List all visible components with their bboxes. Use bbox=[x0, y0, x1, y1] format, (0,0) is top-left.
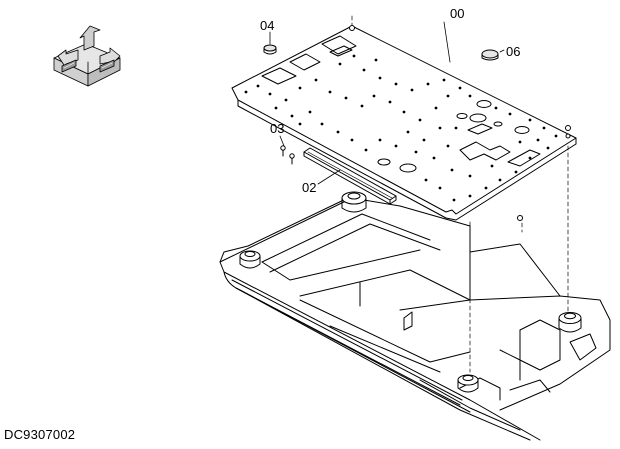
mount-cushion bbox=[457, 374, 479, 393]
callout-04: 04 bbox=[260, 18, 274, 33]
bolt-hole-pattern bbox=[244, 54, 558, 202]
mount-cushion bbox=[239, 250, 261, 269]
orientation-arrows-icon bbox=[53, 25, 121, 87]
mount-cushion bbox=[341, 191, 367, 213]
base-frame bbox=[219, 191, 611, 441]
plug-left bbox=[263, 44, 277, 55]
callout-06: 06 bbox=[506, 44, 520, 59]
document-id: DC9307002 bbox=[4, 427, 76, 442]
mount-cushion bbox=[558, 312, 582, 333]
callout-02: 02 bbox=[302, 180, 316, 195]
floor-plate bbox=[231, 25, 577, 221]
callout-leaders bbox=[269, 21, 505, 185]
callout-03: 03 bbox=[270, 121, 284, 136]
bolt bbox=[280, 145, 295, 165]
plug-right bbox=[481, 49, 499, 61]
callout-00: 00 bbox=[450, 6, 464, 21]
rail bbox=[303, 147, 397, 205]
